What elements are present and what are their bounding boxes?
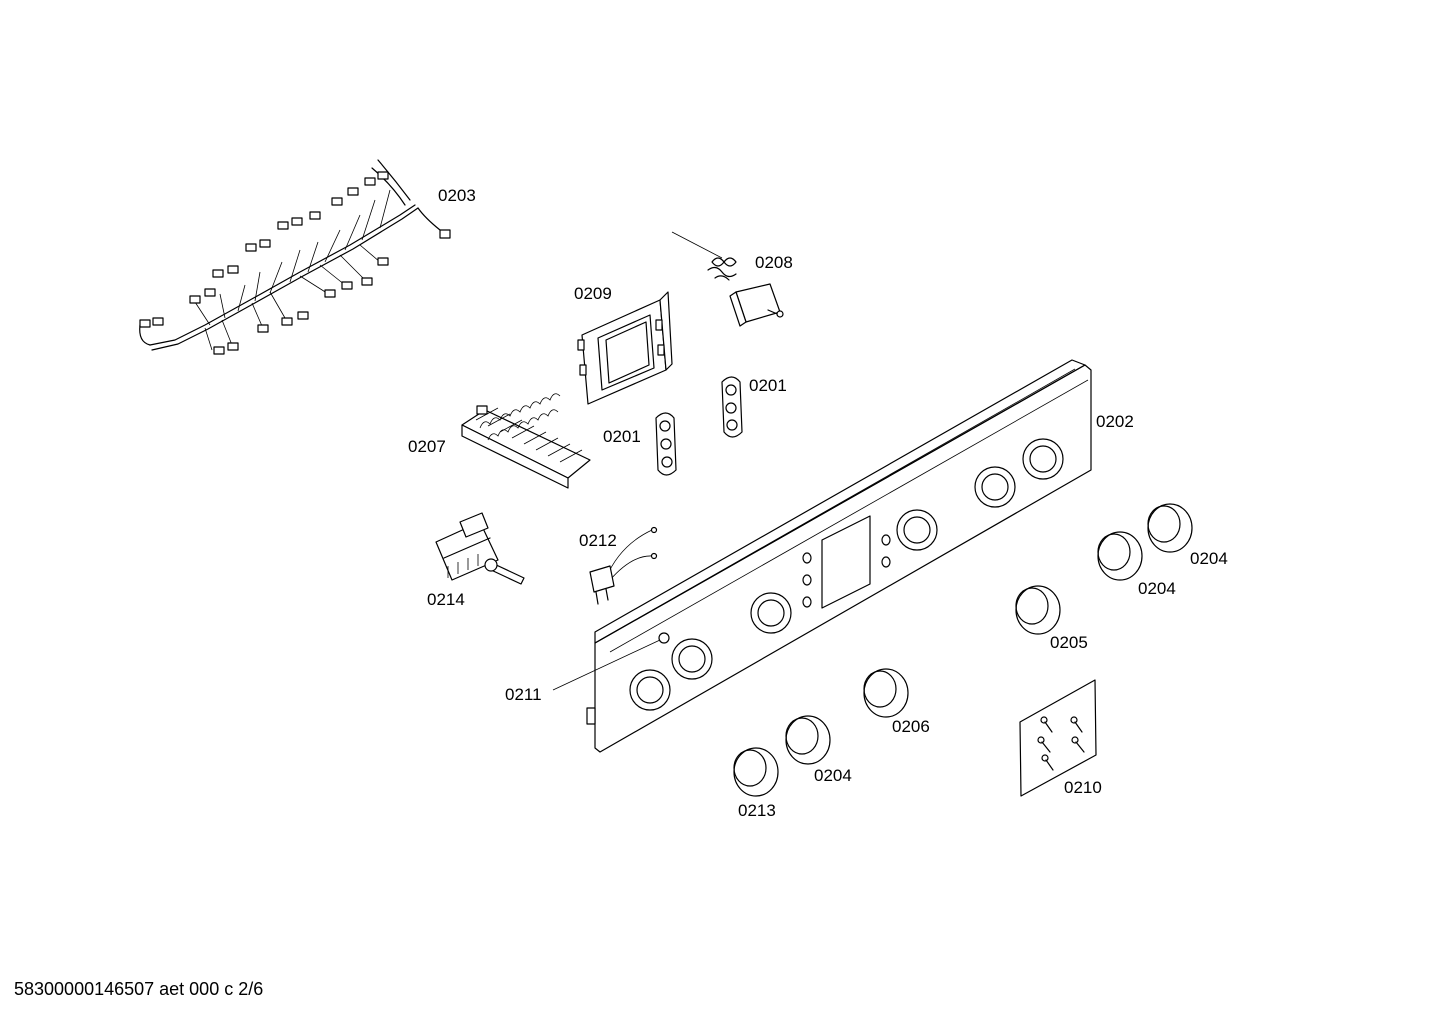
label-0211: 0211 <box>505 685 542 704</box>
label-0202: 0202 <box>1096 412 1134 431</box>
document-footer: 58300000146507 aet 000 c 2/6 <box>14 979 264 999</box>
bracket-0201-left <box>655 412 677 476</box>
control-panel-0202 <box>586 359 1092 753</box>
leader-line-0211 <box>552 639 661 691</box>
label-0204-middle: 0204 <box>1138 579 1176 598</box>
thermostat-0208 <box>671 231 784 327</box>
rotary-switch-0214 <box>435 512 525 585</box>
label-0210: 0210 <box>1064 778 1102 797</box>
panel-knob-holes <box>629 438 1064 711</box>
screw-set-0210 <box>1019 679 1097 797</box>
knob-0213 <box>733 747 779 797</box>
knob-0204-a <box>1147 503 1193 553</box>
label-0201-left: 0201 <box>603 427 641 446</box>
knob-0206 <box>863 668 909 718</box>
label-0212: 0212 <box>579 531 617 550</box>
label-0208: 0208 <box>755 253 793 272</box>
label-0207: 0207 <box>408 437 446 456</box>
label-0201-right: 0201 <box>749 376 787 395</box>
label-0209: 0209 <box>574 284 612 303</box>
knobs <box>733 503 1193 797</box>
label-0206: 0206 <box>892 717 930 736</box>
label-0214: 0214 <box>427 590 465 609</box>
knob-0205 <box>1015 585 1061 635</box>
knob-0204-c <box>785 715 831 765</box>
sensor-0212 <box>589 526 658 605</box>
terminal-block-0207 <box>461 393 591 489</box>
electronic-module-0209 <box>577 291 673 405</box>
label-0213: 0213 <box>738 801 776 820</box>
wiring-harness-0203 <box>139 159 451 355</box>
knob-0204-b <box>1097 531 1143 581</box>
label-0205: 0205 <box>1050 633 1088 652</box>
bracket-0201-right <box>721 376 743 438</box>
label-0204-left: 0204 <box>814 766 852 785</box>
label-0204-right: 0204 <box>1190 549 1228 568</box>
label-0203: 0203 <box>438 186 476 205</box>
